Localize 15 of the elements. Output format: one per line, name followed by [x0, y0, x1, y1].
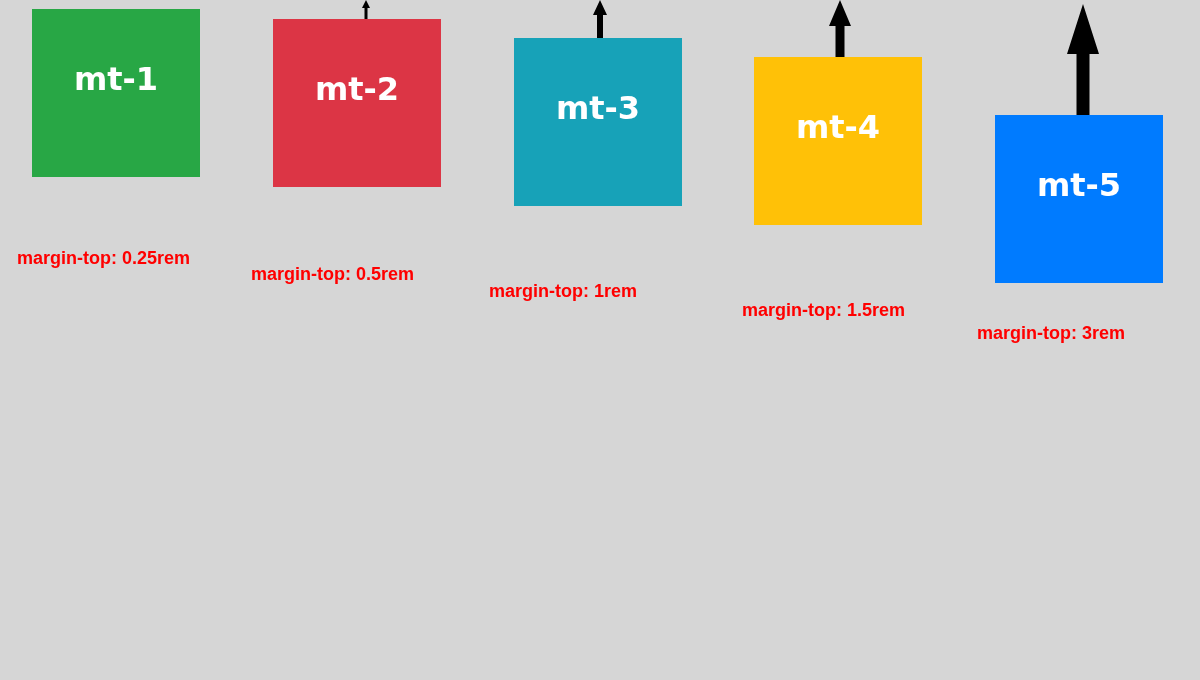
colored-square: [273, 19, 441, 187]
margin-caption: margin-top: 1rem: [489, 280, 638, 302]
margin-caption: margin-top: 0.5rem: [251, 263, 415, 285]
margin-caption: margin-top: 1.5rem: [742, 299, 906, 321]
colored-square: [754, 57, 922, 225]
margin-caption: margin-top: 3rem: [977, 322, 1126, 344]
square-label: mt-3: [555, 88, 641, 128]
colored-square: [995, 115, 1163, 283]
square-label: mt-2: [314, 69, 400, 109]
colored-square: [514, 38, 682, 206]
margin-caption: margin-top: 0.25rem: [17, 247, 191, 269]
square-label: mt-1: [73, 59, 159, 99]
colored-square: [32, 9, 200, 177]
square-label: mt-4: [795, 107, 881, 147]
square-label: mt-5: [1036, 165, 1122, 205]
